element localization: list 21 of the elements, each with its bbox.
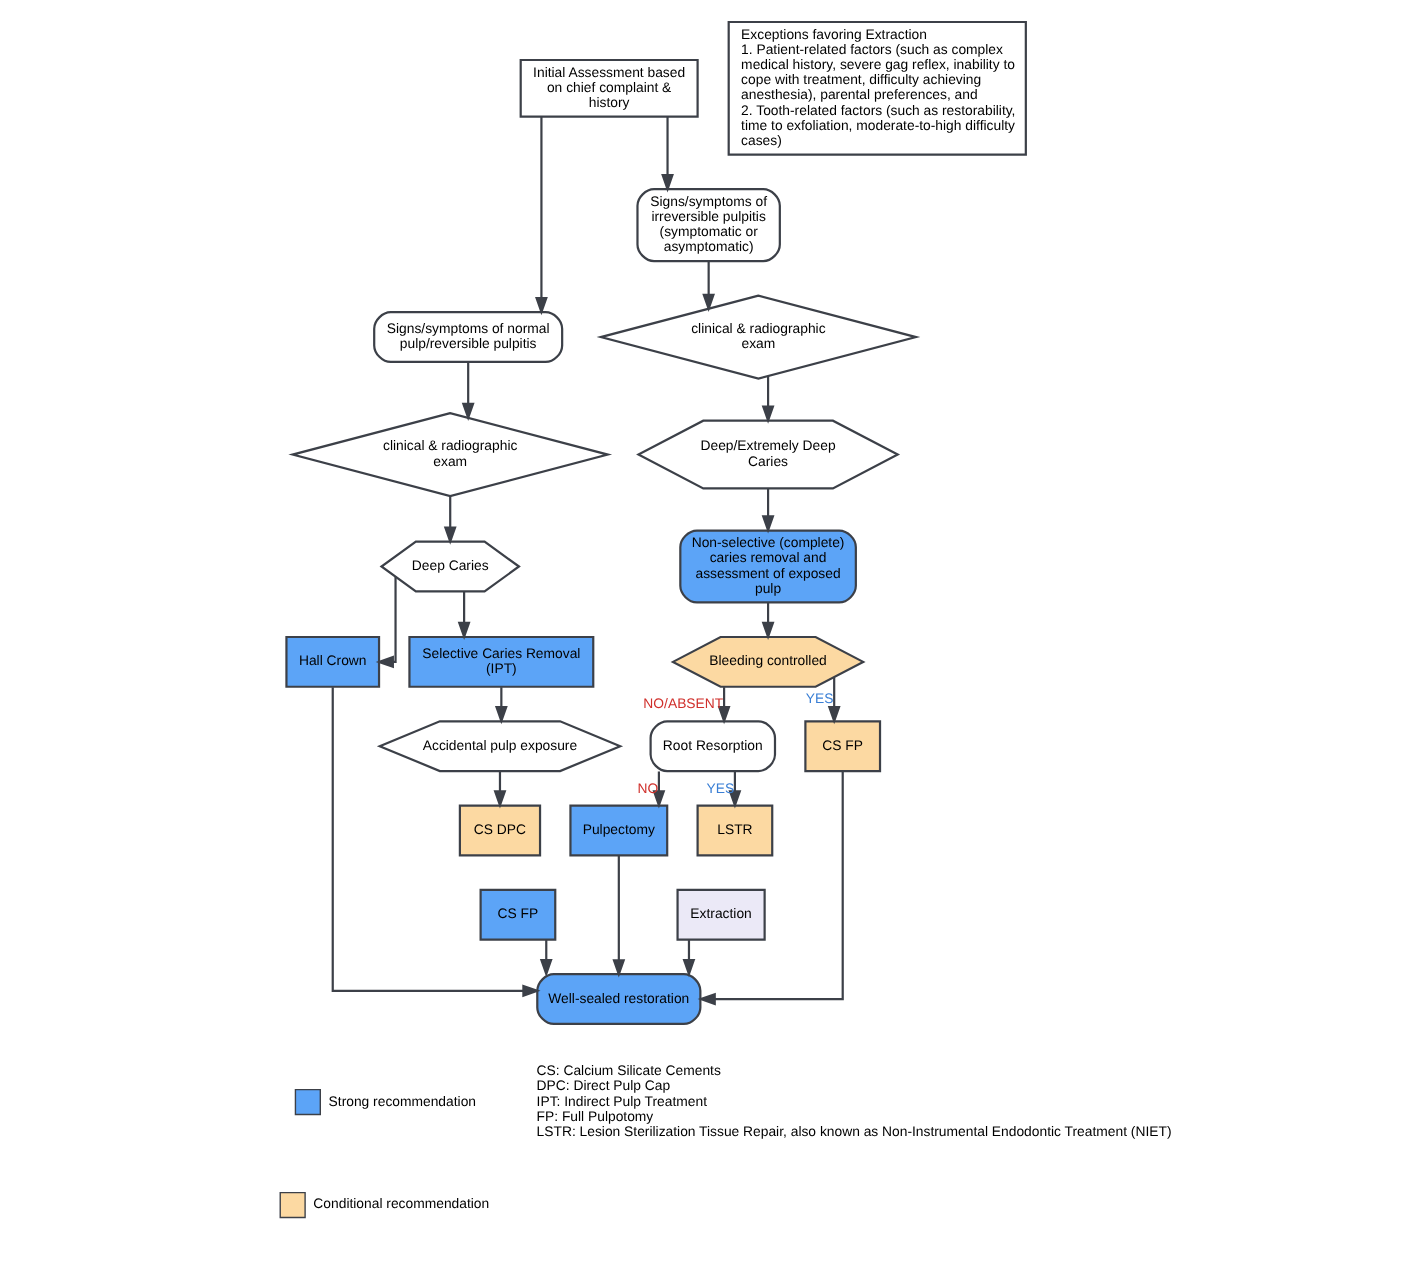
arrow (761, 602, 775, 641)
arrow (457, 591, 471, 640)
arrow (728, 771, 742, 809)
arrow (682, 940, 696, 978)
arrow (761, 488, 775, 534)
arrow (535, 116, 548, 316)
arrow (697, 771, 844, 1006)
arrow (652, 771, 666, 809)
arrow (493, 771, 507, 809)
arrow (461, 362, 475, 421)
arrow (612, 855, 626, 978)
arrow (375, 576, 397, 669)
arrow (702, 261, 716, 312)
arrow (331, 687, 541, 998)
arrow (827, 677, 841, 725)
arrow (494, 687, 508, 725)
arrow (717, 687, 731, 725)
arrow (661, 116, 674, 193)
arrow (539, 940, 553, 978)
arrow (443, 496, 457, 545)
arrow (761, 376, 775, 424)
